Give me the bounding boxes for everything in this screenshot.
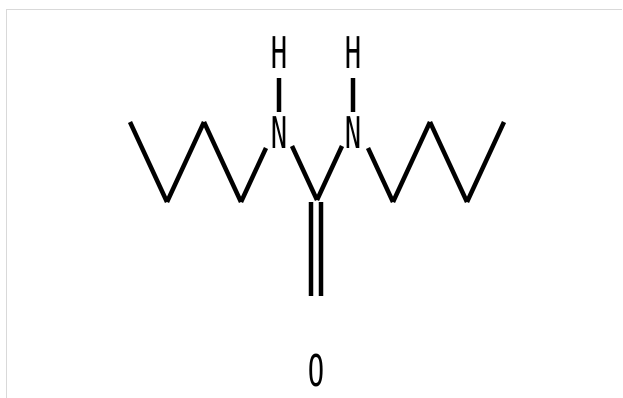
bond-right-chain-1: [365, 147, 396, 203]
bond-n-left-carbonyl: [289, 145, 320, 201]
atom-n-right: N: [345, 107, 361, 159]
bond-carbonyl-n-right: [314, 145, 345, 201]
atom-o: O: [308, 345, 324, 397]
bond-right-chain-4: [464, 121, 507, 203]
atom-n-left: N: [271, 107, 287, 159]
bond-left-chain-3: [201, 121, 244, 203]
atom-h-right: H: [345, 27, 361, 79]
bond-left-chain-1: [127, 121, 170, 203]
bond-right-chain-3: [427, 121, 470, 203]
atom-h-left: H: [271, 27, 287, 79]
bond-right-chain-2: [390, 121, 433, 203]
bond-left-chain-4: [238, 147, 269, 203]
frame-top-border: [6, 9, 622, 10]
bond-left-chain-2: [164, 121, 207, 203]
frame-left-border: [6, 9, 7, 398]
